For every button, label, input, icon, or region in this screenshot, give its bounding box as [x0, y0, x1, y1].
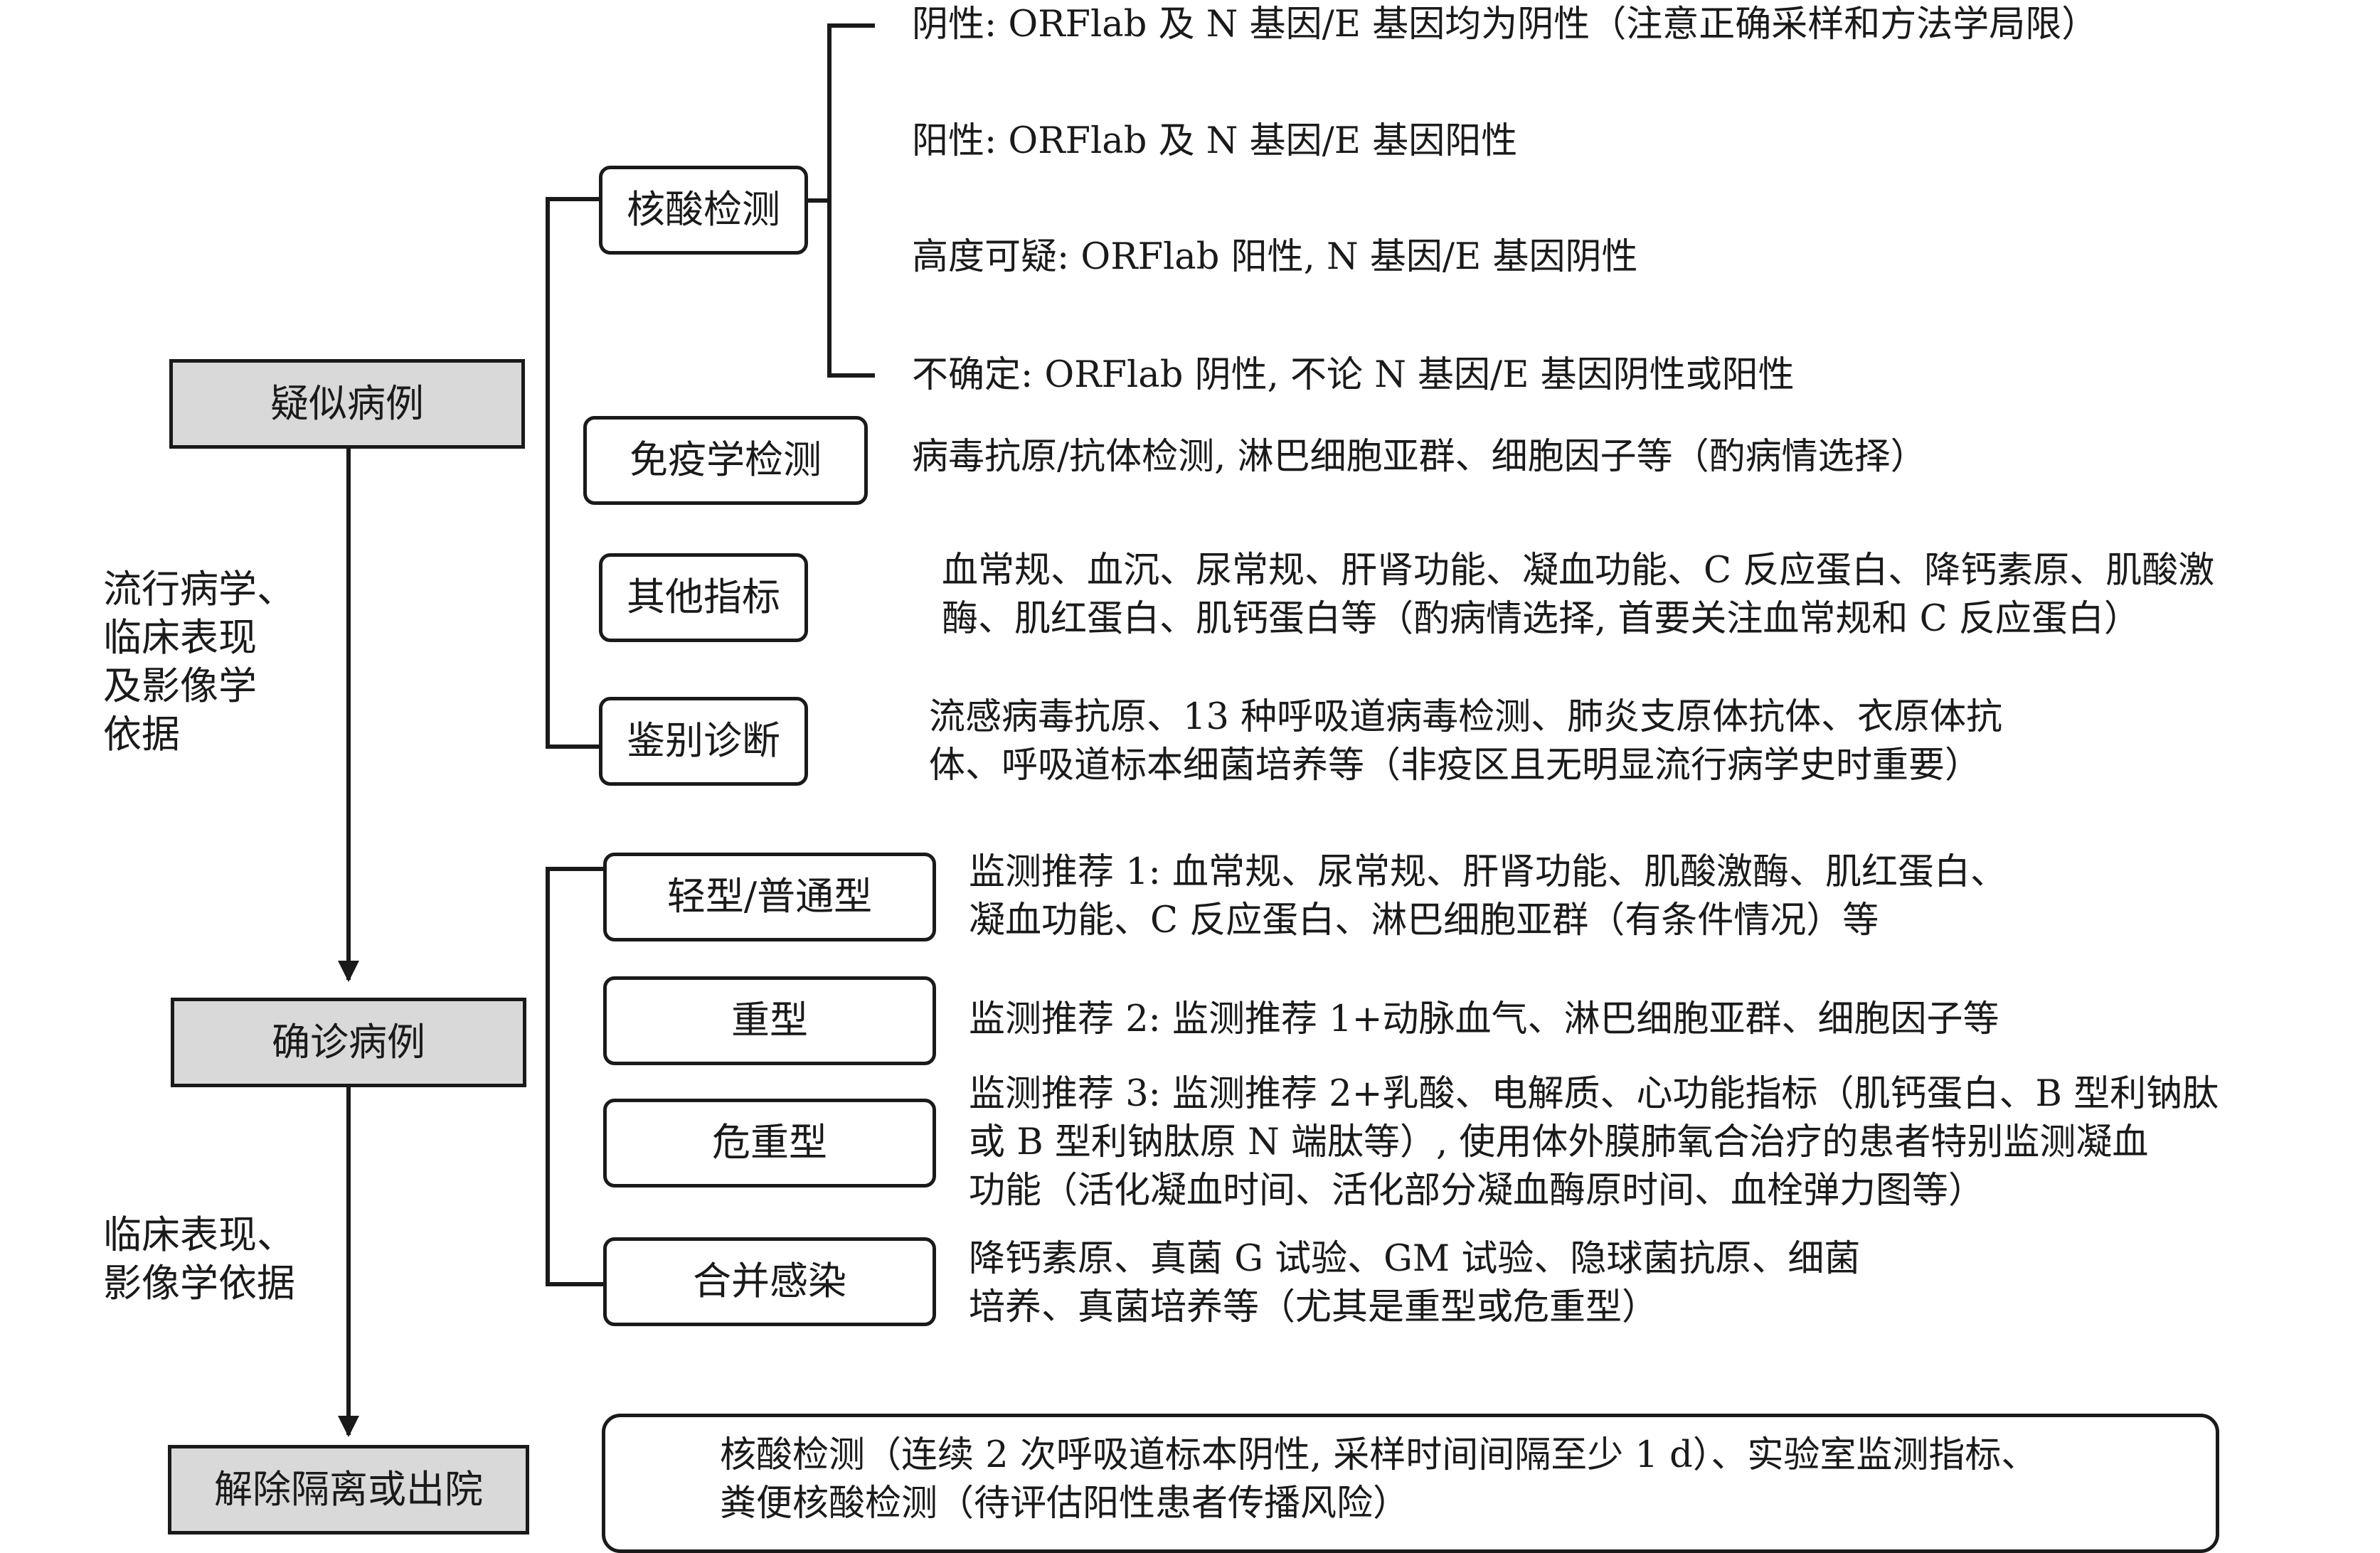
nucleic-result-positive: 阳性: ORFlab 及 N 基因/E 基因阳性: [912, 120, 1518, 162]
critical-type-label: 危重型: [712, 1120, 827, 1165]
release-label: 解除隔离或出院: [214, 1466, 483, 1512]
mild-type-text: 监测推荐 1: 血常规、尿常规、肝肾功能、肌酸激酶、肌红蛋白、 凝血功能、C 反…: [969, 848, 2007, 945]
immune-test-label: 免疫学检测: [629, 437, 822, 483]
immune-test-text: 病毒抗原/抗体检测, 淋巴细胞亚群、细胞因子等（酌病情选择）: [912, 433, 1927, 481]
text-line: 监测推荐 3: 监测推荐 2+乳酸、电解质、心功能指标（肌钙蛋白、B 型利钠肽: [969, 1073, 2219, 1115]
arrow-label-line: 及影像学: [103, 663, 257, 708]
text-line: 血常规、血沉、尿常规、肝肾功能、凝血功能、C 反应蛋白、降钙素原、肌酸激: [942, 550, 2215, 592]
immune-test-box: 免疫学检测: [583, 416, 868, 505]
confirmed-case-label: 确诊病例: [272, 1019, 425, 1064]
severe-type-text: 监测推荐 2: 监测推荐 1+动脉血气、淋巴细胞亚群、细胞因子等: [969, 996, 1999, 1044]
arrow-label-clinical: 临床表现、 影像学依据: [103, 1211, 295, 1308]
text-line: 或 B 型利钠肽原 N 端肽等）, 使用体外膜肺氧合治疗的患者特别监测凝血: [969, 1121, 2149, 1163]
release-criteria-text: 核酸检测（连续 2 次呼吸道标本阴性, 采样时间间隔至少 1 d）、实验室监测指…: [720, 1431, 2037, 1528]
arrow-label-epidemiology: 流行病学、 临床表现 及影像学 依据: [103, 565, 295, 759]
other-indicators-box: 其他指标: [599, 553, 808, 642]
bracket-confirmed: [546, 867, 603, 1286]
mild-type-box: 轻型/普通型: [603, 853, 936, 941]
arrow-label-line: 临床表现: [103, 615, 257, 660]
other-indicators-label: 其他指标: [627, 575, 780, 620]
coinfection-label: 合并感染: [693, 1259, 846, 1304]
text-line: 培养、真菌培养等（尤其是重型或危重型）: [969, 1286, 1659, 1328]
text-line: 体、呼吸道标本细菌培养等（非疫区且无明显流行病学史时重要）: [929, 745, 1982, 786]
text-line: 粪便核酸检测（待评估阳性患者传播风险）: [720, 1483, 1410, 1525]
coinfection-text: 降钙素原、真菌 G 试验、GM 试验、隐球菌抗原、细菌 培养、真菌培养等（尤其是…: [969, 1235, 1860, 1332]
text-line: 监测推荐 1: 血常规、尿常规、肝肾功能、肌酸激酶、肌红蛋白、: [969, 851, 2007, 893]
arrow-label-line: 影像学依据: [103, 1261, 295, 1306]
suspected-case-box: 疑似病例: [169, 359, 525, 449]
severe-type-label: 重型: [731, 998, 808, 1043]
text-line: 流感病毒抗原、13 种呼吸道病毒检测、肺炎支原体抗体、衣原体抗: [929, 696, 2003, 738]
text-line: 功能（活化凝血时间、活化部分凝血酶原时间、血栓弹力图等）: [969, 1170, 1985, 1212]
arrow-label-line: 流行病学、: [103, 567, 295, 612]
release-box: 解除隔离或出院: [168, 1445, 529, 1535]
text-line: 酶、肌红蛋白、肌钙蛋白等（酌病情选择, 首要关注血常规和 C 反应蛋白）: [942, 598, 2140, 640]
text-line: 凝血功能、C 反应蛋白、淋巴细胞亚群（有条件情况）等: [969, 900, 1879, 941]
text-line: 降钙素原、真菌 G 试验、GM 试验、隐球菌抗原、细菌: [969, 1238, 1861, 1280]
bracket-nucleic: [827, 23, 875, 378]
nucleic-test-box: 核酸检测: [599, 166, 808, 255]
nucleic-test-label: 核酸检测: [627, 187, 780, 233]
differential-diagnosis-text: 流感病毒抗原、13 种呼吸道病毒检测、肺炎支原体抗体、衣原体抗 体、呼吸道标本细…: [929, 693, 2002, 790]
differential-diagnosis-label: 鉴别诊断: [627, 718, 780, 764]
text-line: 病毒抗原/抗体检测, 淋巴细胞亚群、细胞因子等（酌病情选择）: [912, 436, 1927, 478]
text-line: 核酸检测（连续 2 次呼吸道标本阴性, 采样时间间隔至少 1 d）、实验室监测指…: [720, 1434, 2038, 1476]
coinfection-box: 合并感染: [603, 1237, 936, 1326]
arrow-label-line: 依据: [103, 712, 180, 757]
critical-type-text: 监测推荐 3: 监测推荐 2+乳酸、电解质、心功能指标（肌钙蛋白、B 型利钠肽 …: [969, 1070, 2219, 1215]
nucleic-result-negative: 阴性: ORFlab 及 N 基因/E 基因均为阴性（注意正确采样和方法学局限）: [912, 4, 2098, 46]
text-line: 监测推荐 2: 监测推荐 1+动脉血气、淋巴细胞亚群、细胞因子等: [969, 998, 1999, 1040]
severe-type-box: 重型: [603, 976, 936, 1065]
differential-diagnosis-box: 鉴别诊断: [599, 697, 808, 786]
suspected-case-label: 疑似病例: [270, 380, 424, 426]
mild-type-label: 轻型/普通型: [666, 874, 873, 919]
other-indicators-text: 血常规、血沉、尿常规、肝肾功能、凝血功能、C 反应蛋白、降钙素原、肌酸激 酶、肌…: [942, 547, 2214, 644]
confirmed-case-box: 确诊病例: [171, 998, 526, 1087]
arrow-label-line: 临床表现、: [103, 1212, 295, 1257]
nucleic-result-suspicious: 高度可疑: ORFlab 阳性, N 基因/E 基因阴性: [912, 236, 1638, 278]
critical-type-box: 危重型: [603, 1099, 936, 1188]
nucleic-result-uncertain: 不确定: ORFlab 阴性, 不论 N 基因/E 基因阴性或阳性: [912, 354, 1795, 396]
